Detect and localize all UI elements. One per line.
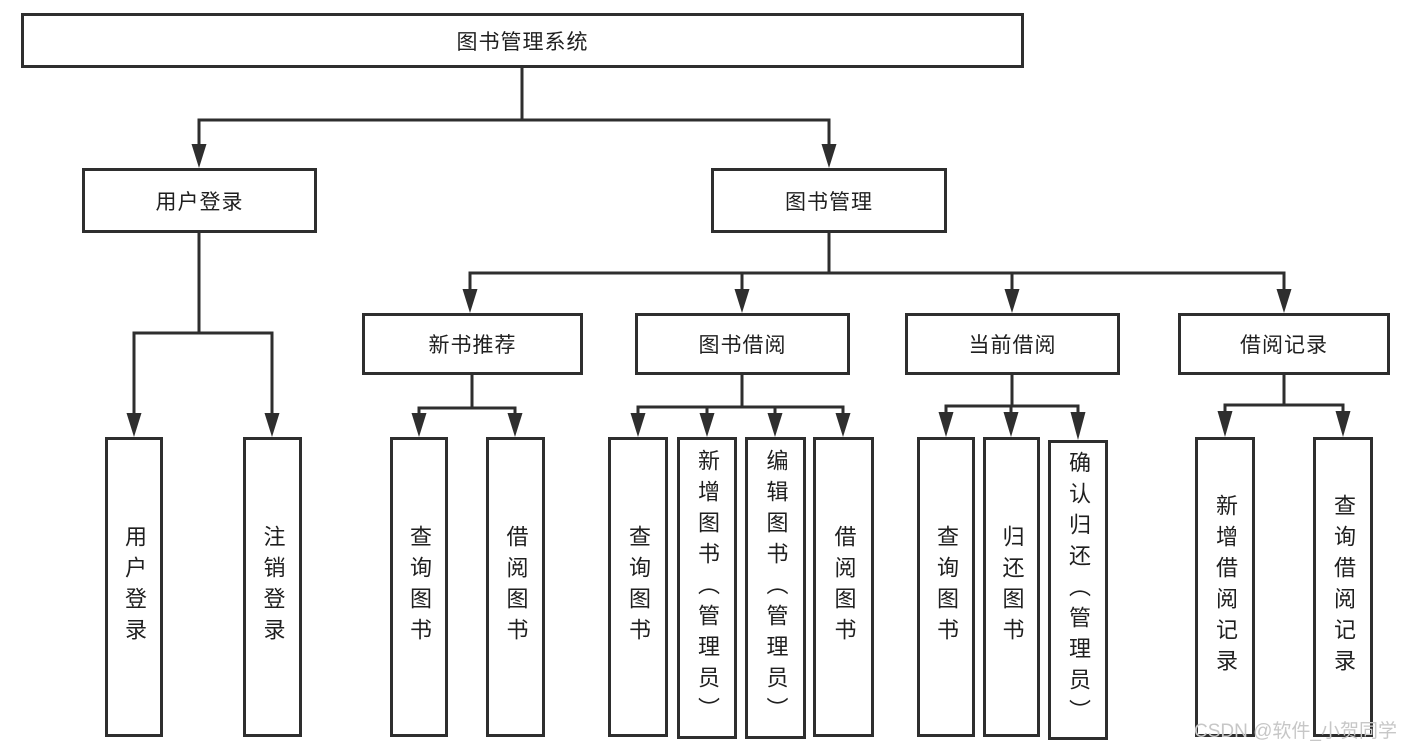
leaf-records-add-borrow-record: 新增借阅记录 xyxy=(1195,437,1255,737)
leaf-label: 查询借阅记录 xyxy=(1331,494,1356,680)
leaf-current-confirm-return-admin: 确认归还（管理员） xyxy=(1048,440,1108,740)
leaf-current-query-books: 查询图书 xyxy=(917,437,975,737)
leaf-label: 注销登录 xyxy=(260,525,286,649)
node-label: 图书管理系统 xyxy=(456,29,589,54)
leaf-records-query-borrow-record: 查询借阅记录 xyxy=(1313,437,1373,737)
leaf-borrow-query-books: 查询图书 xyxy=(608,437,668,737)
node-label: 借阅记录 xyxy=(1240,333,1328,357)
leaf-user-login: 用户登录 xyxy=(105,437,163,737)
leaf-current-return-books: 归还图书 xyxy=(983,437,1040,737)
leaf-logout-login: 注销登录 xyxy=(243,437,302,737)
leaf-borrow-edit-books-admin: 编辑图书（管理员） xyxy=(745,437,806,739)
node-book-borrow: 图书借阅 xyxy=(635,313,850,375)
leaf-label: 查询图书 xyxy=(626,525,651,649)
leaf-label: 用户登录 xyxy=(122,525,147,649)
leaf-borrow-add-books-admin: 新增图书（管理员） xyxy=(677,437,737,739)
node-library-management-system: 图书管理系统 xyxy=(21,13,1024,68)
leaf-label: 确认归还（管理员） xyxy=(1066,450,1091,730)
leaf-label: 借阅图书 xyxy=(503,525,529,649)
node-label: 图书借阅 xyxy=(698,333,787,357)
node-label: 当前借阅 xyxy=(968,333,1057,357)
leaf-label: 编辑图书（管理员） xyxy=(763,448,789,728)
leaf-label: 新增借阅记录 xyxy=(1213,494,1238,680)
leaf-borrow-borrow-books: 借阅图书 xyxy=(813,437,874,737)
leaf-label: 查询图书 xyxy=(407,525,432,649)
leaf-newbook-query-books: 查询图书 xyxy=(390,437,448,737)
leaf-label: 新增图书（管理员） xyxy=(695,448,720,728)
node-user-login: 用户登录 xyxy=(82,168,317,233)
node-book-management: 图书管理 xyxy=(711,168,947,233)
leaf-newbook-borrow-books: 借阅图书 xyxy=(486,437,545,737)
node-current-borrow: 当前借阅 xyxy=(905,313,1120,375)
node-label: 用户登录 xyxy=(155,189,244,214)
leaf-label: 归还图书 xyxy=(999,525,1025,649)
node-label: 新书推荐 xyxy=(428,333,517,357)
node-borrow-records: 借阅记录 xyxy=(1178,313,1390,375)
node-label: 图书管理 xyxy=(785,189,873,214)
leaf-label: 查询图书 xyxy=(934,525,959,649)
node-new-book-recommend: 新书推荐 xyxy=(362,313,583,375)
leaf-label: 借阅图书 xyxy=(831,525,857,649)
